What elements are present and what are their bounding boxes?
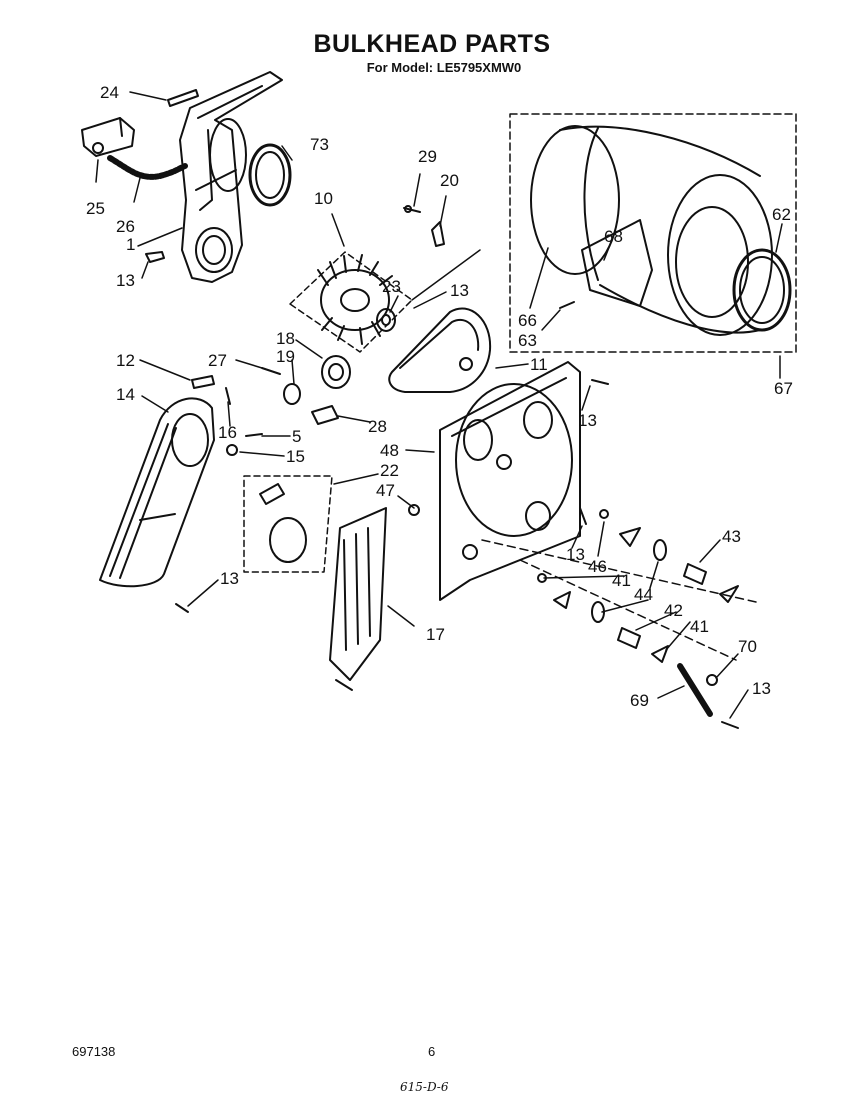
- part-number-41: 41: [690, 617, 709, 636]
- bracket-20: [431, 221, 445, 247]
- part-number-24: 24: [100, 83, 119, 102]
- nut-47: [408, 504, 420, 516]
- seal-18: [321, 355, 351, 389]
- nut-15: [226, 444, 238, 456]
- screw-29: [403, 205, 421, 213]
- part-number-67: 67: [774, 379, 793, 398]
- screw-16: [225, 387, 231, 405]
- screw-13e: [175, 603, 189, 613]
- part-number-19: 19: [276, 347, 295, 366]
- bracket-12: [191, 375, 215, 389]
- part-number-48: 48: [380, 441, 399, 460]
- drum-group-box: [509, 113, 797, 353]
- part-number-68: 68: [604, 227, 623, 246]
- part-number-13: 13: [566, 545, 585, 564]
- part-number-13: 13: [752, 679, 771, 698]
- drum-seal-62: [732, 248, 792, 332]
- leader-lines: [95, 91, 783, 719]
- drum-66: [530, 125, 773, 336]
- part-number-18: 18: [276, 329, 295, 348]
- part-number-13: 13: [116, 271, 135, 290]
- part-number-10: 10: [314, 189, 333, 208]
- part-number-12: 12: [116, 351, 135, 370]
- idler-19: [283, 383, 301, 405]
- rear-bulkhead-48: [439, 361, 581, 601]
- part-number-42: 42: [664, 601, 683, 620]
- part-number-15: 15: [286, 447, 305, 466]
- blower-group-box: [289, 251, 413, 353]
- part-number-29: 29: [418, 147, 437, 166]
- handwritten-note: 615-D-6: [400, 1080, 449, 1094]
- screw-13a: [145, 251, 165, 263]
- part-number-26: 26: [116, 217, 135, 236]
- part-number-22: 22: [380, 461, 399, 480]
- part-number-47: 47: [376, 481, 395, 500]
- part-number-66: 66: [518, 311, 537, 330]
- clip-28: [311, 405, 339, 425]
- document-number: 697138: [72, 1044, 116, 1059]
- part-number-5: 5: [292, 427, 301, 446]
- blower-wheel-10: [317, 254, 393, 345]
- part-number-44: 44: [634, 585, 653, 604]
- part-number-14: 14: [116, 385, 135, 404]
- part-number-13: 13: [220, 569, 239, 588]
- part-number-62: 62: [772, 205, 791, 224]
- screw-13d: [591, 379, 609, 385]
- part-number-46: 46: [588, 557, 607, 576]
- part-number-63: 63: [518, 331, 537, 350]
- part-number-13: 13: [450, 281, 469, 300]
- leader-box-line: [411, 249, 481, 301]
- blower-housing-11: [388, 307, 492, 393]
- baffle-68: [581, 219, 653, 307]
- wire-harness-26: [107, 155, 188, 180]
- vent-clip-24: [167, 89, 199, 107]
- part-number-41: 41: [612, 571, 631, 590]
- thermal-fuse-box: [243, 475, 333, 573]
- part-number-1: 1: [126, 235, 135, 254]
- part-number-16: 16: [218, 423, 237, 442]
- model-subtitle: For Model: LE5795XMW0: [366, 60, 522, 75]
- heater-element-17: [329, 507, 387, 691]
- roller-assembly: [481, 507, 757, 729]
- part-number-13: 13: [578, 411, 597, 430]
- front-panel-14: [99, 397, 215, 588]
- part-number-70: 70: [738, 637, 757, 656]
- part-number-27: 27: [208, 351, 227, 370]
- page-title: BULKHEAD PARTS: [313, 30, 551, 58]
- exhaust-duct-housing: [179, 71, 283, 283]
- part-number-28: 28: [368, 417, 387, 436]
- screw-5: [245, 433, 263, 437]
- part-number-25: 25: [86, 199, 105, 218]
- part-number-17: 17: [426, 625, 445, 644]
- screw-63: [559, 301, 575, 309]
- thermal-fuse-22: [259, 483, 307, 563]
- duct-seal-73: [248, 143, 292, 207]
- page-number: 6: [428, 1044, 436, 1059]
- part-number-69: 69: [630, 691, 649, 710]
- blower-nut-23: [376, 308, 396, 332]
- part-number-11: 11: [530, 355, 548, 374]
- part-number-20: 20: [440, 171, 459, 190]
- screw-27: [261, 367, 281, 375]
- thermostat-25: [81, 117, 135, 157]
- part-number-23: 23: [382, 277, 401, 296]
- part-number-43: 43: [722, 527, 741, 546]
- part-number-73: 73: [310, 135, 329, 154]
